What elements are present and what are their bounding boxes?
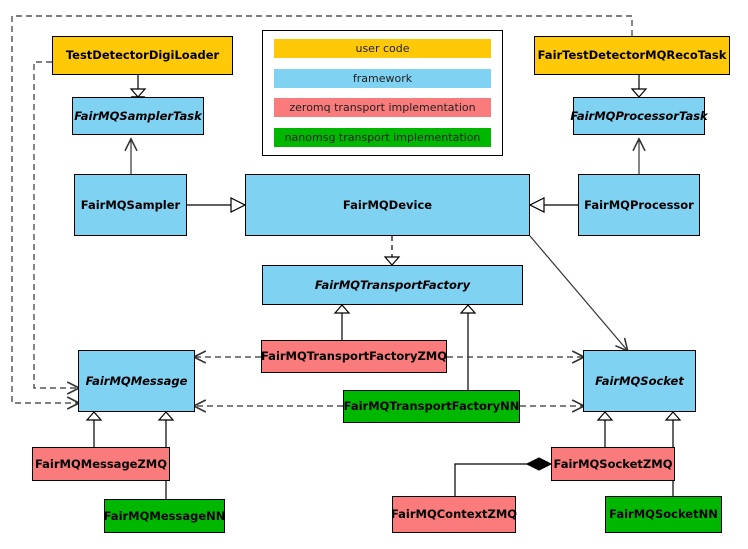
node-label: FairTestDetectorMQRecoTask: [537, 48, 727, 63]
node-label: FairMQMessageNN: [103, 508, 226, 523]
node-label: FairMQTransportFactoryZMQ: [261, 349, 448, 364]
edge-socketzmq-composition-contextzmq: [454, 457, 553, 496]
edge-device-to-transportfactory: [383, 236, 401, 266]
legend-label: user code: [355, 42, 410, 55]
edge-processortask-to-recotask: [630, 75, 648, 98]
edge-processor-to-device: [528, 197, 578, 213]
node-fairmqtransportfactoryzmq[interactable]: FairMQTransportFactoryZMQ: [261, 340, 447, 373]
legend-item-user-code: user code: [274, 39, 491, 58]
node-label: FairMQDevice: [342, 197, 433, 212]
node-label: FairMQTransportFactoryNN: [343, 399, 520, 414]
node-fairmqprocessortask[interactable]: FairMQProcessorTask: [570, 97, 708, 135]
node-fairmqmessage[interactable]: FairMQMessage: [78, 350, 195, 412]
legend-label: framework: [352, 71, 413, 85]
edge-messagezmq-to-message: [85, 411, 103, 447]
node-fairmqmessagenn[interactable]: FairMQMessageNN: [104, 499, 225, 533]
node-fairmqtransportfactorynn[interactable]: FairMQTransportFactoryNN: [343, 390, 520, 423]
legend-item-zeromq: zeromq transport implementation: [274, 98, 491, 118]
edge-sampler-to-device: [187, 197, 247, 213]
edge-transportfactorynn-to-transportfactory: [459, 304, 477, 390]
node-label: FairMQContextZMQ: [390, 507, 518, 522]
node-fairtestdetectormqrecotask[interactable]: FairTestDetectorMQRecoTask: [534, 36, 730, 75]
legend-item-nanomsg: nanomsg transport implementation: [274, 127, 491, 147]
node-label: FairMQMessageZMQ: [34, 456, 168, 471]
node-label: FairMQSocket: [595, 373, 684, 388]
edge-samplertask-to-digiloader: [129, 75, 147, 97]
edge-transportfactoryzmq-to-transportfactory: [333, 304, 351, 340]
node-fairmqsamplertask[interactable]: FairMQSamplerTask: [72, 97, 204, 135]
node-fairmqsocketnn[interactable]: FairMQSocketNN: [605, 496, 722, 533]
node-label: FairMQMessage: [85, 373, 188, 388]
node-fairmqcontextzmq[interactable]: FairMQContextZMQ: [390, 496, 518, 533]
node-label: FairMQSocketNN: [609, 507, 718, 522]
node-fairmqmessagezmq[interactable]: FairMQMessageZMQ: [32, 447, 170, 481]
node-label: FairMQProcessorTask: [570, 108, 708, 123]
node-label: FairMQSocketZMQ: [553, 456, 673, 471]
edge-device-to-socket: [529, 235, 627, 350]
legend-label: zeromq transport implementation: [289, 101, 476, 115]
node-fairmqdevice[interactable]: FairMQDevice: [245, 174, 530, 236]
legend-item-framework: framework: [274, 68, 491, 88]
node-fairmqprocessor[interactable]: FairMQProcessor: [578, 174, 700, 236]
node-label: FairMQProcessor: [584, 197, 694, 212]
legend-box: user code framework zeromq transport imp…: [262, 30, 503, 156]
node-fairmqsocketzmq[interactable]: FairMQSocketZMQ: [551, 447, 675, 481]
node-label: FairMQSamplerTask: [74, 108, 202, 123]
node-testdetectordigiloader[interactable]: TestDetectorDigiLoader: [52, 36, 233, 75]
edge-socketzmq-to-socket: [596, 411, 614, 447]
legend-label: nanomsg transport implementation: [284, 130, 481, 144]
node-fairmqsocket[interactable]: FairMQSocket: [583, 350, 696, 412]
node-label: FairMQSampler: [80, 197, 181, 212]
node-fairmqsampler[interactable]: FairMQSampler: [74, 174, 187, 236]
node-label: TestDetectorDigiLoader: [65, 48, 220, 63]
node-label: FairMQTransportFactory: [314, 277, 471, 292]
node-fairmqtransportfactory[interactable]: FairMQTransportFactory: [262, 265, 523, 305]
